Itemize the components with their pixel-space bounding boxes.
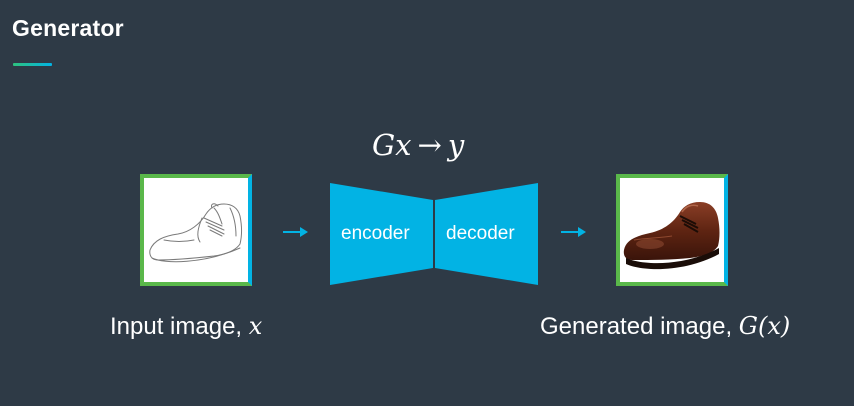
formula-prefix: G: [372, 128, 396, 162]
network-shape: [330, 183, 538, 285]
formula-arrow: →: [417, 128, 442, 162]
input-caption-math: x: [248, 312, 263, 340]
encoder-label: encoder: [341, 223, 410, 244]
output-caption-math: G(x): [738, 312, 791, 340]
input-image-thumbnail: [140, 174, 252, 286]
brown-shoe-image: [620, 178, 724, 282]
encoder-decoder-network: encoder decoder: [330, 183, 538, 285]
shoe-sketch-image: [144, 178, 248, 282]
formula-subscript: x: [395, 128, 412, 162]
decoder-block: [435, 183, 538, 285]
slide-title: Generator: [12, 15, 124, 41]
generated-image-thumbnail: [616, 174, 728, 286]
decoder-label: decoder: [446, 223, 515, 244]
input-caption-text: Input image,: [110, 313, 243, 340]
arrow-right-icon: [283, 227, 308, 237]
title-underline: [13, 63, 52, 66]
encoder-block: [330, 183, 433, 285]
input-image-caption: Input image, x: [110, 312, 262, 341]
formula-target: y: [447, 128, 465, 162]
arrow-right-icon: [561, 227, 586, 237]
output-caption-text: Generated image,: [540, 313, 733, 340]
generated-image-caption: Generated image, G(x): [540, 312, 790, 341]
generator-formula: Gx→y: [372, 128, 464, 162]
